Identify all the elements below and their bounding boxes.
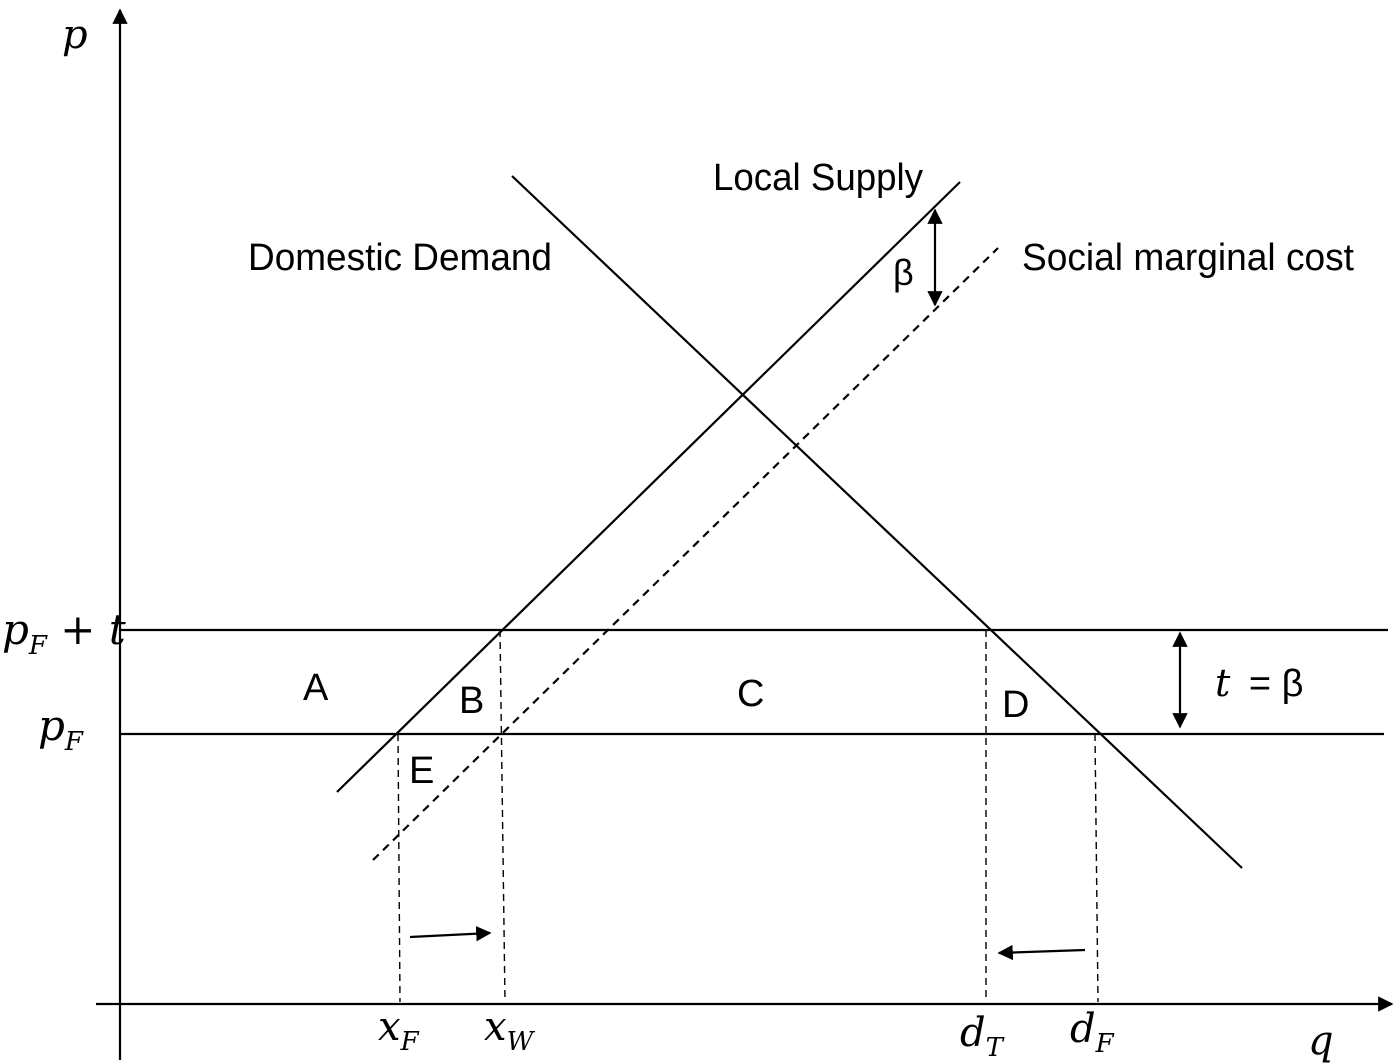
quantity-label-df: dF — [1070, 1006, 1115, 1059]
tax-t: t — [1215, 661, 1231, 705]
social-marginal-cost-label: Social marginal cost — [1022, 237, 1354, 279]
beta-label: β — [893, 252, 914, 293]
quantity-label-xw: xW — [484, 1004, 536, 1057]
demand-shift-arrow — [997, 944, 1086, 961]
social-marginal-cost-curve — [372, 247, 999, 861]
local-supply-label: Local Supply — [713, 157, 923, 199]
area-c-label: C — [737, 673, 764, 715]
tax-equals-beta: = β — [1238, 663, 1303, 705]
price-label-pf: pF — [38, 701, 84, 757]
xf-dropline — [397, 733, 401, 1003]
xw-dropline — [499, 629, 506, 1003]
tax-label: t = β — [1215, 661, 1303, 705]
x-axis-label: q — [1308, 1018, 1334, 1064]
local-supply-curve — [336, 181, 961, 793]
price-label-pf-plus-t: pF + t — [2, 605, 126, 661]
area-d-label: D — [1002, 684, 1029, 726]
area-a-label: A — [303, 667, 329, 709]
area-e-label: E — [409, 750, 434, 792]
area-b-label: B — [459, 680, 484, 722]
domestic-demand-curve — [511, 175, 1243, 869]
supply-shift-arrow — [409, 926, 492, 942]
domestic-demand-label: Domestic Demand — [248, 237, 552, 279]
quantity-label-dt: dT — [960, 1010, 1005, 1063]
quantity-label-xf: xF — [378, 1004, 420, 1057]
y-axis-label: p — [62, 12, 88, 58]
df-dropline — [1094, 733, 1099, 1003]
